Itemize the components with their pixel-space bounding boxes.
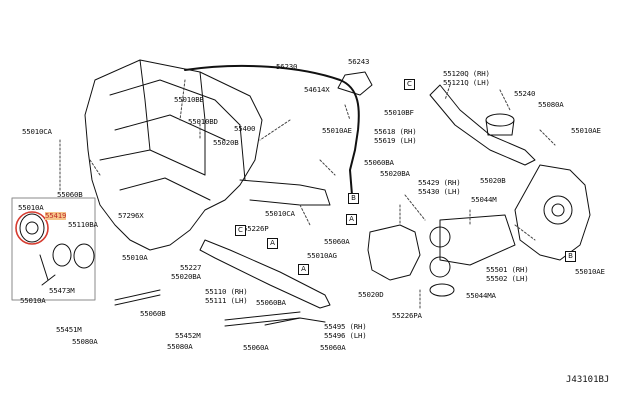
part-label: 55400 [234, 124, 256, 133]
part-label: 55010A [122, 253, 148, 262]
part-label: 55452M [175, 331, 201, 340]
part-label: 55227 [180, 263, 202, 272]
part-label: 55010BF [384, 108, 414, 117]
part-label: 55110BA [68, 220, 98, 229]
part-label: 55020BA [171, 272, 201, 281]
part-label: 55010BB [174, 95, 204, 104]
part-label: 55020D [358, 290, 384, 299]
part-label: 54614X [304, 85, 330, 94]
part-label: 55060BA [364, 158, 394, 167]
highlight-circle [15, 211, 49, 245]
part-label: 55111 (LH) [205, 296, 248, 305]
part-label: 55060BA [256, 298, 286, 307]
part-label-highlighted: 55419 [45, 211, 67, 220]
ref-box: B [565, 251, 576, 262]
part-label: 55060B [140, 309, 166, 318]
ref-box: B [348, 193, 359, 204]
part-label: 55495 (RH) [324, 322, 367, 331]
part-label: 55501 (RH) [486, 265, 529, 274]
detail-frame [11, 197, 96, 301]
part-label: 55080A [167, 342, 193, 351]
part-label: 55010AG [307, 251, 337, 260]
ref-box: A [346, 214, 357, 225]
part-label: 55020B [480, 176, 506, 185]
part-label: 55619 (LH) [374, 136, 417, 145]
part-label: 55120Q (RH) [443, 69, 490, 78]
part-label: 55060A [243, 343, 269, 352]
part-label: 55060A [320, 343, 346, 352]
part-label: 55010CA [22, 127, 52, 136]
upper-link [429, 84, 536, 166]
part-label: 55429 (RH) [418, 178, 461, 187]
subframe [84, 59, 263, 251]
part-label: 55020B [213, 138, 239, 147]
part-label: 55020BA [380, 169, 410, 178]
part-label: 55110 (RH) [205, 287, 248, 296]
part-label: 55060A [324, 237, 350, 246]
part-label: 55226P [243, 224, 269, 233]
part-label: 55502 (LH) [486, 274, 529, 283]
ref-box: A [298, 264, 309, 275]
part-label: 55618 (RH) [374, 127, 417, 136]
diagram-id: J43101BJ [566, 375, 610, 385]
part-label: 55121Q (LH) [443, 78, 490, 87]
part-label: 55080A [72, 337, 98, 346]
ref-box: C [235, 225, 246, 236]
ref-box: C [404, 79, 415, 90]
lower-arm [199, 239, 331, 309]
part-label: 55080A [538, 100, 564, 109]
part-label: 55473M [49, 286, 75, 295]
stabilizer-bar [184, 64, 360, 196]
lower-link-rod [114, 289, 161, 306]
part-label: 55496 (LH) [324, 331, 367, 340]
part-label: 56243 [348, 57, 370, 66]
part-label: 55044M [471, 195, 497, 204]
part-label: 55451M [56, 325, 82, 334]
part-label: 55430 (LH) [418, 187, 461, 196]
part-label: 55240 [514, 89, 536, 98]
part-label: 55010CA [265, 209, 295, 218]
part-label: 55010AE [322, 126, 352, 135]
ref-box: A [267, 238, 278, 249]
part-label: 55010BD [188, 117, 218, 126]
part-label: 55226PA [392, 311, 422, 320]
part-label: 56230 [276, 62, 298, 71]
part-label: 55010A [20, 296, 46, 305]
part-label: 55010AE [571, 126, 601, 135]
part-label: 57296X [118, 211, 144, 220]
part-label: 55060B [57, 190, 83, 199]
part-label: 55010A [18, 203, 44, 212]
part-label: 55044MA [466, 291, 496, 300]
part-label: 55010AE [575, 267, 605, 276]
